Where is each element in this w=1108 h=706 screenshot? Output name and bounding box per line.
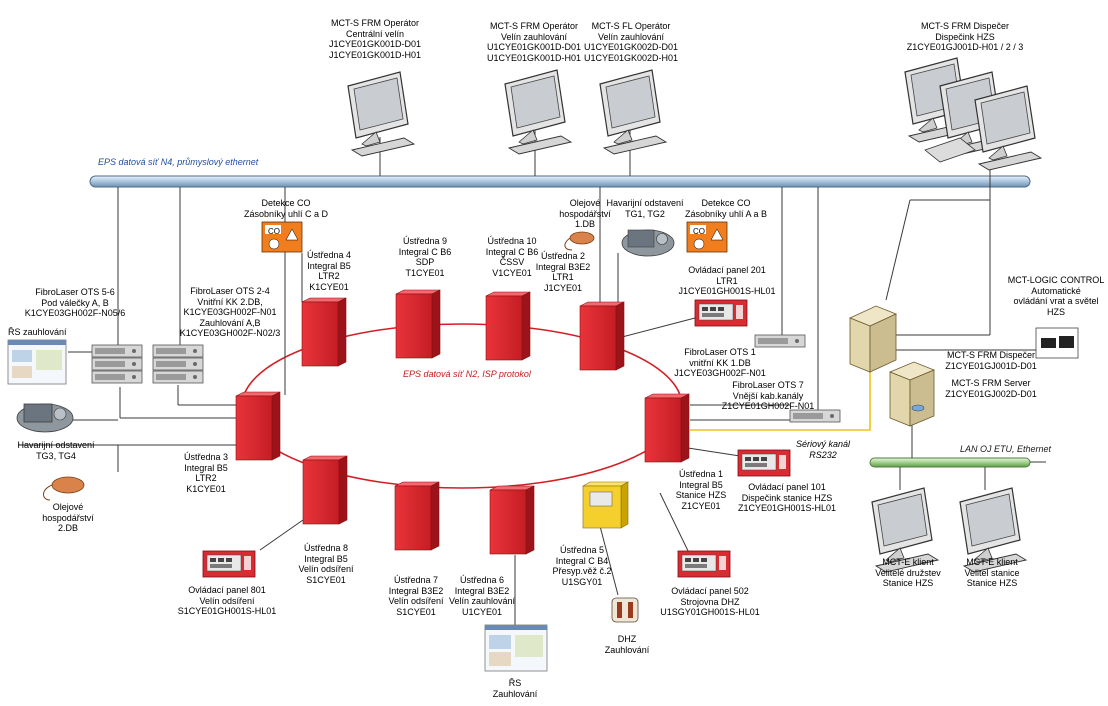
emergency-tg3-tg4-label: Havarijní odstavení TG3, TG4 <box>17 440 95 461</box>
control-panel-icon-101 <box>737 449 791 477</box>
monitor-icon-coal-control <box>504 69 572 155</box>
fire-panel-icon-8 <box>302 455 348 525</box>
dispatch-monitors-icon <box>904 57 1042 171</box>
fire-panel-icon-4 <box>301 297 347 367</box>
coal-control-screen-bottom-icon <box>484 624 548 672</box>
oil-sensor-icon-1db <box>564 231 595 251</box>
turbine-icon-tg3-tg4 <box>16 403 74 433</box>
co-detection-cd-label: Detekce CO Zásobníky uhlí C a D <box>243 198 329 219</box>
panel-5-label: Ústředna 5 Integral C B4 Přesyp.věž č.2 … <box>552 545 612 587</box>
operator-fl-label: MCT-S FL Operátor Velín zauhlování U1CYE… <box>583 21 679 63</box>
oil-sensor-icon-2db <box>43 476 85 501</box>
frm-server-label: MCT-S FRM Server Z1CYE01GJ002D-D01 <box>945 378 1037 399</box>
panel-7-label: Ústředna 7 Integral B3E2 Velín odsíření … <box>388 575 444 617</box>
fibrolaser-7-icon <box>789 409 841 423</box>
panel-6-label: Ústředna 6 Integral B3E2 Velín zauhlován… <box>448 575 516 617</box>
n2-network-label: EPS datová síť N2, ISP protokol <box>403 369 531 379</box>
co-sign-cd-text: CO <box>268 227 280 236</box>
fire-panel-icon-1 <box>644 393 690 463</box>
control-panel-502-label: Ovládací panel 502 Strojovna DHZ U1SGY01… <box>660 586 760 617</box>
rs232-line <box>690 370 871 431</box>
fire-panel-icon-7 <box>394 481 440 551</box>
fire-panel-icon-9 <box>395 289 441 359</box>
panel-8-label: Ústředna 8 Integral B5 Velín odsíření S1… <box>298 543 354 585</box>
co-detector-sign-icon-cd <box>261 221 303 253</box>
logic-control-label: MCT-LOGIC CONTROL Automatické ovládání v… <box>1007 275 1105 317</box>
extinguishing-panel-icon-5 <box>581 481 630 529</box>
panel-9-label: Ústředna 9 Integral C B6 SDP T1CYE01 <box>398 236 452 278</box>
fibrolaser-1-icon <box>754 334 806 348</box>
control-panel-801-label: Ovládací panel 801 Velín odsíření S1CYE0… <box>177 585 277 616</box>
panel-4-label: Ústředna 4 Integral B5 LTR2 K1CYE01 <box>306 250 352 292</box>
oil-2db-label: Olejové hospodářství 2.DB <box>42 502 94 533</box>
control-panel-201-label: Ovládací panel 201 LTR1 J1CYE01GH001S-HL… <box>678 265 776 296</box>
fire-panel-icon-6 <box>489 485 535 555</box>
n4-bus <box>89 175 1031 188</box>
fibrolaser-5-6-label: FibroLaser OTS 5-6 Pod válečky A, B K1CY… <box>24 287 126 318</box>
coal-control-system-screen-icon <box>7 339 67 385</box>
panel-10-label: Ústředna 10 Integral C B6 ČSSV V1CYE01 <box>485 236 539 278</box>
fibrolaser-1-label: FibroLaser OTS 1 vnitřní KK 1.DB J1CYE03… <box>674 347 766 378</box>
fibrolaser-5-6-icon <box>91 344 143 384</box>
operator-central-label: MCT-S FRM Operátor Centrální velín J1CYE… <box>328 18 422 60</box>
monitor-icon-central-control <box>347 71 415 157</box>
dispatcher-label: MCT-S FRM Dispečer Dispečink HZS Z1CYE01… <box>906 21 1024 52</box>
rs232-label: Sériový kanál RS232 <box>796 439 851 460</box>
client-squad-leaders-label: MCT-E klient Velitelé družstev Stanice H… <box>875 557 941 588</box>
frm-server-icon <box>888 361 936 427</box>
dhz-label: DHZ Zauhlování <box>604 634 650 655</box>
control-panel-icon-201 <box>694 299 748 327</box>
control-panel-icon-801 <box>202 550 256 578</box>
fibrolaser-7-label: FibroLaser OTS 7 Vnější kab.kanály Z1CYE… <box>721 380 815 411</box>
panel-1-label: Ústředna 1 Integral B5 Stanice HZS Z1CYE… <box>675 469 727 511</box>
control-panel-icon-502 <box>677 550 731 578</box>
coal-control-system-label: ŘS zauhlování <box>8 327 67 337</box>
fibrolaser-2-4-icon <box>152 344 204 384</box>
oil-1db-label: Olejové hospodářství 1.DB <box>559 198 611 229</box>
fibrolaser-2-4-label: FibroLaser OTS 2-4 Vnitřní KK 2.DB, K1CY… <box>179 286 281 338</box>
control-panel-101-label: Ovládací panel 101 Dispečink stanice HZS… <box>737 482 837 513</box>
lan-bus <box>869 457 1031 468</box>
client-station-commander-label: MCT-E klient Velitel stanice Stanice HZS <box>964 557 1020 588</box>
turbine-icon-tg1-tg2 <box>621 229 675 257</box>
fire-panel-icon-3 <box>235 391 281 461</box>
fire-panel-icon-10 <box>485 291 531 361</box>
dispatcher-server-icon <box>848 305 898 373</box>
panel-3-label: Ústředna 3 Integral B5 LTR2 K1CYE01 <box>183 452 229 494</box>
n4-network-label: EPS datová síť N4, průmyslový ethernet <box>98 157 259 167</box>
co-detection-ab-label: Detekce CO Zásobníky uhlí A a B <box>684 198 768 219</box>
operator-coal-label: MCT-S FRM Operátor Velín zauhlování U1CY… <box>486 21 582 63</box>
emergency-tg1-tg2-label: Havarijní odstavení TG1, TG2 <box>606 198 684 219</box>
co-sign-ab-text: CO <box>693 227 705 236</box>
co-detector-sign-icon-ab <box>686 221 728 253</box>
dhz-cylinder-icon <box>611 597 639 623</box>
fire-panel-icon-2 <box>579 301 625 371</box>
monitor-icon-fl-operator <box>599 69 667 155</box>
lan-network-label: LAN OJ ETU, Ethernet <box>960 444 1052 454</box>
fire-vehicles-icon <box>1035 327 1079 359</box>
coal-control-bottom-label: ŘS Zauhlování <box>492 678 538 699</box>
dispatcher-server-label: MCT-S FRM Dispečer Z1CYE01GJ001D-D01 <box>945 350 1037 371</box>
panel-2-label: Ústředna 2 Integral B3E2 LTR1 J1CYE01 <box>535 251 591 293</box>
